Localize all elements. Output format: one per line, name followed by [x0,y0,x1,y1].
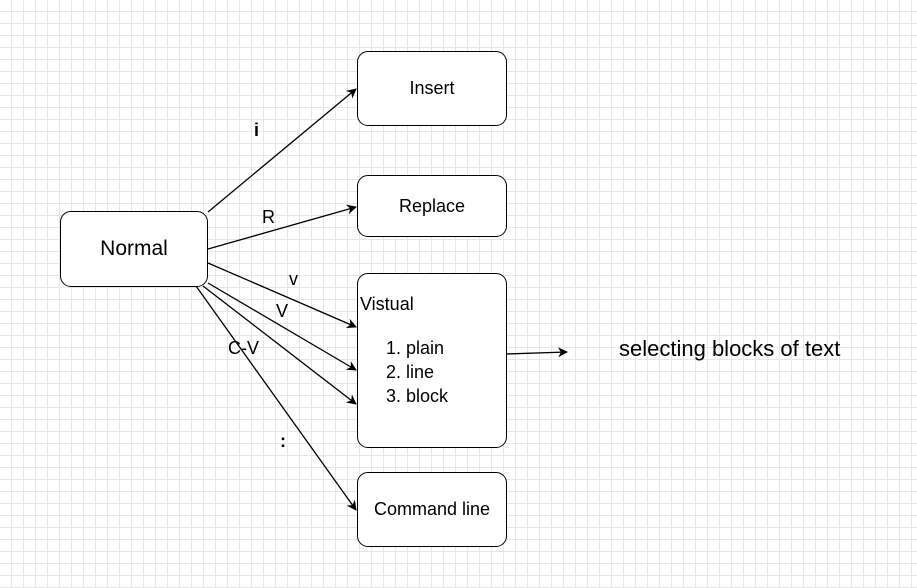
edge-label-r: R [262,207,275,227]
edge-normal-to-visual-plain [207,262,357,329]
edge-visual-to-note [505,347,568,358]
node-insert-label: Insert [409,78,455,98]
edge-normal-to-visual-line [207,282,357,371]
edge-normal-to-command-line [195,285,357,511]
node-command-line: Command line [357,472,507,547]
node-replace-label: Replace [398,195,466,216]
edge-label-v-upper: V [276,301,289,321]
node-visual-list: 1. plain 2. line 3. block [386,336,448,408]
edge-label-i: i [254,120,260,140]
node-command-line-label: Command line [373,499,491,519]
list-item-plain: 1. plain [386,338,445,358]
list-item-line: 2. line [386,362,435,382]
edge-label-v-lower: v [289,269,298,289]
node-normal: Normal [60,211,208,287]
node-visual-title: Vistual [360,294,414,314]
annotation-note: selecting blocks of text [619,336,841,361]
edge-normal-to-replace [207,204,357,250]
node-replace: Replace [357,175,507,237]
node-visual: Vistual 1. plain 2. line 3. block [357,273,507,448]
edge-normal-to-visual-block [202,285,357,405]
edge-label-colon: : [280,431,286,451]
edge-normal-to-insert [207,88,357,213]
node-normal-label: Normal [100,237,168,260]
node-insert: Insert [357,51,507,126]
list-item-block: 3. block [386,386,449,406]
edge-label-c-v: C-V [228,338,259,358]
